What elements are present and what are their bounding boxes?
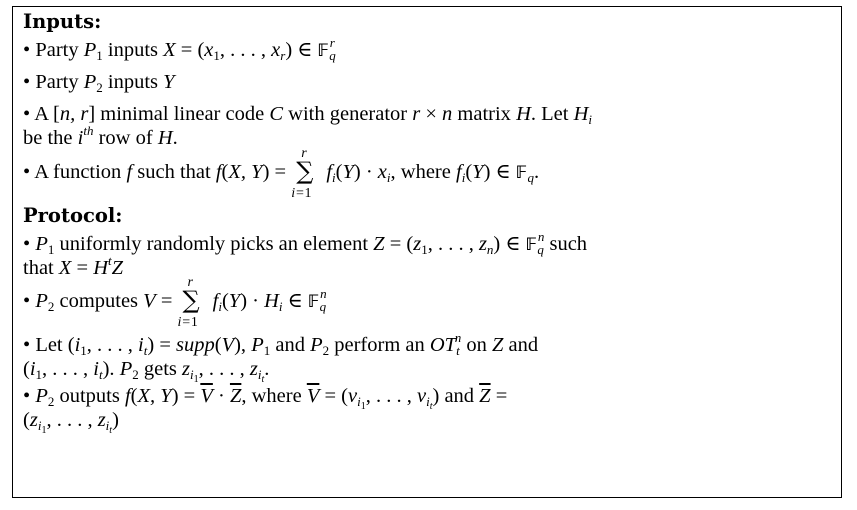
input-item-code: • A [n, r] minimal linear code C with ge… [23,103,593,127]
inputs-heading: Inputs: [23,10,102,33]
input-item-p2: • Party P2 inputs Y [23,71,175,95]
protocol-step-4-cont: (zi1, . . . , zit) [23,409,119,436]
input-item-code-cont: be the ith row of H. [23,123,178,149]
input-item-function: • A function f such that f(X, Y) = r∑i=1… [23,146,540,201]
protocol-step-1-cont: that X = HtZ [23,253,124,279]
protocol-step-3-cont: (i1, . . . , it). P2 gets zi1, . . . , z… [23,358,270,385]
protocol-step-1: • P1 uniformly randomly picks an element… [23,229,588,257]
protocol-step-4: • P2 outputs f(X, Y) = V · Z, where V = … [23,385,508,412]
input-item-p1: • Party P1 inputs X = (x1, . . . , xr) ∈… [23,35,336,63]
protocol-step-2: • P2 computes V = r∑i=1 fi(Y) · Hi ∈ 𝔽qn [23,275,327,330]
protocol-box: Inputs: • Party P1 inputs X = (x1, . . .… [12,6,842,498]
protocol-step-3: • Let (i1, . . . , it) = supp(V), P1 and… [23,330,539,358]
protocol-heading: Protocol: [23,204,123,227]
